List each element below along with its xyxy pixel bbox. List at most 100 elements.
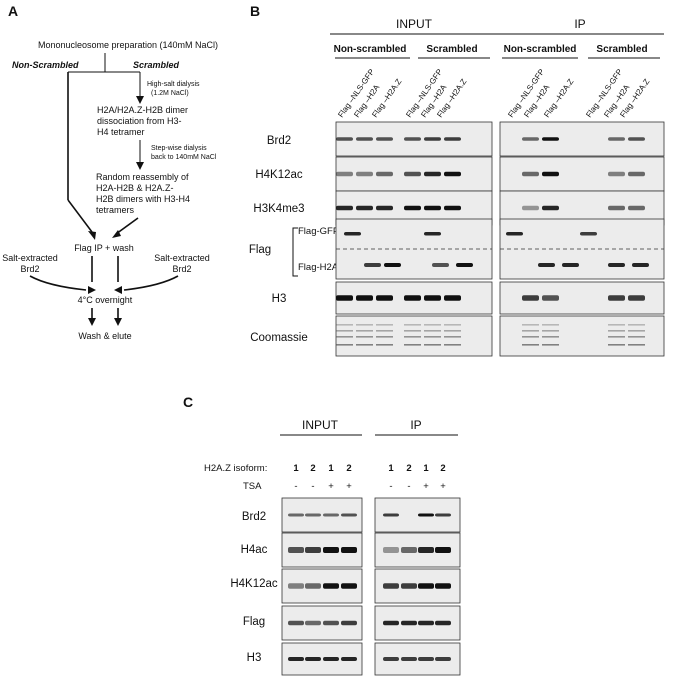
- c-band: [323, 513, 339, 517]
- b-coomassie-band: [522, 336, 539, 338]
- b-band: [356, 137, 373, 141]
- c-tsa-value: +: [423, 481, 429, 492]
- step-stepwise-conc: back to 140mM NaCl: [151, 154, 217, 161]
- c-band: [435, 657, 451, 661]
- b-coomassie-band: [628, 344, 645, 346]
- wash-elute: Wash & elute: [78, 331, 131, 341]
- c-band: [323, 583, 339, 589]
- b-row-h3k4me3: H3K4me3: [253, 203, 304, 215]
- b-coomassie-band: [628, 324, 645, 326]
- c-band: [401, 583, 417, 589]
- b-coomassie-band: [336, 336, 353, 338]
- c-tsa-value: -: [407, 481, 410, 492]
- b-coomassie-band: [356, 330, 373, 332]
- c-band: [418, 513, 434, 517]
- c-band: [435, 620, 451, 626]
- b-band: [404, 171, 421, 177]
- b-band: [444, 171, 461, 177]
- b-row-h4k12ac: H4K12ac: [255, 169, 303, 181]
- c-band: [341, 547, 357, 553]
- b-coomassie-band: [608, 344, 625, 346]
- b-coomassie-band: [404, 330, 421, 332]
- b-coomassie-band: [522, 330, 539, 332]
- panel-b-letter: B: [250, 3, 260, 19]
- c-band: [341, 513, 357, 517]
- b-coomassie-band: [542, 330, 559, 332]
- b-band: [628, 295, 645, 301]
- b-band: [522, 205, 539, 211]
- b-input-label: INPUT: [396, 17, 433, 31]
- c-band: [323, 620, 339, 626]
- b-coomassie-band: [542, 324, 559, 326]
- b-band: [444, 137, 461, 141]
- c-row-flag: Flag: [243, 616, 265, 628]
- salt-left-line-1: Salt-extracted: [2, 253, 58, 263]
- b-band: [580, 232, 597, 236]
- c-isoform-value: 2: [310, 463, 315, 474]
- b-band: [542, 205, 559, 211]
- c-band: [435, 547, 451, 553]
- c-isoform-value: 1: [388, 463, 394, 474]
- b-ip-label: IP: [574, 17, 585, 31]
- panel-a: A Mononucleosome preparation (140mM NaCl…: [2, 3, 218, 341]
- b-band: [364, 263, 381, 267]
- b-coomassie-band: [444, 330, 461, 332]
- b-ip-nonscrambled: Non-scrambled: [504, 44, 577, 55]
- b-coomassie-band: [522, 344, 539, 346]
- b-coomassie-band: [542, 336, 559, 338]
- b-band: [336, 137, 353, 141]
- c-band: [401, 547, 417, 553]
- b-band: [522, 295, 539, 301]
- b-band: [336, 171, 353, 177]
- b-band: [424, 295, 441, 301]
- b-band: [456, 263, 473, 267]
- c-column-labels: 1-2-1+2+1-2-1+2+: [293, 463, 446, 492]
- c-band: [305, 620, 321, 626]
- b-input-nonscrambled: Non-scrambled: [334, 44, 407, 55]
- b-band: [628, 205, 645, 211]
- panel-c: C INPUT IP H2A.Z isoform: TSA 1-2-1+2+1-…: [183, 394, 461, 676]
- b-band: [628, 137, 645, 141]
- b-coomassie-band: [404, 324, 421, 326]
- b-coomassie-band: [376, 344, 393, 346]
- dimer-line-2: dissociation from H3-: [97, 116, 182, 126]
- b-band: [444, 295, 461, 301]
- c-band: [288, 547, 304, 553]
- c-band: [341, 657, 357, 661]
- b-band: [522, 171, 539, 177]
- c-band: [383, 513, 399, 517]
- dimer-line-1: H2A/H2A.Z-H2B dimer: [97, 105, 188, 115]
- c-band: [435, 513, 451, 517]
- b-band: [608, 295, 625, 301]
- b-coomassie-band: [336, 324, 353, 326]
- b-row-flag: Flag: [249, 244, 271, 256]
- c-row-h4k12ac: H4K12ac: [230, 578, 278, 590]
- b-band: [506, 232, 523, 236]
- b-lane-label: Flag –H2A.Z: [370, 77, 403, 119]
- b-coomassie-band: [628, 336, 645, 338]
- b-ip-scrambled: Scrambled: [596, 44, 647, 55]
- step-high-salt-conc: (1.2M NaCl): [151, 90, 189, 97]
- c-band: [288, 657, 304, 661]
- b-coomassie-band: [628, 330, 645, 332]
- flow-title: Mononucleosome preparation (140mM NaCl): [38, 40, 218, 50]
- c-band: [383, 657, 399, 661]
- c-tsa-value: +: [346, 481, 352, 492]
- b-band: [608, 171, 625, 177]
- b-coomassie-band: [444, 324, 461, 326]
- branch-nonscrambled: Non-Scrambled: [12, 60, 79, 70]
- b-band: [424, 205, 441, 211]
- b-band: [628, 171, 645, 177]
- c-band: [383, 620, 399, 626]
- b-band: [344, 232, 361, 236]
- b-coomassie-band: [356, 344, 373, 346]
- b-band: [424, 137, 441, 141]
- c-isoform-label: H2A.Z isoform:: [204, 463, 267, 474]
- b-band: [538, 263, 555, 267]
- b-band: [424, 171, 441, 177]
- c-band: [305, 583, 321, 589]
- b-band: [424, 232, 441, 236]
- c-band: [341, 583, 357, 589]
- b-band: [404, 295, 421, 301]
- b-band: [542, 171, 559, 177]
